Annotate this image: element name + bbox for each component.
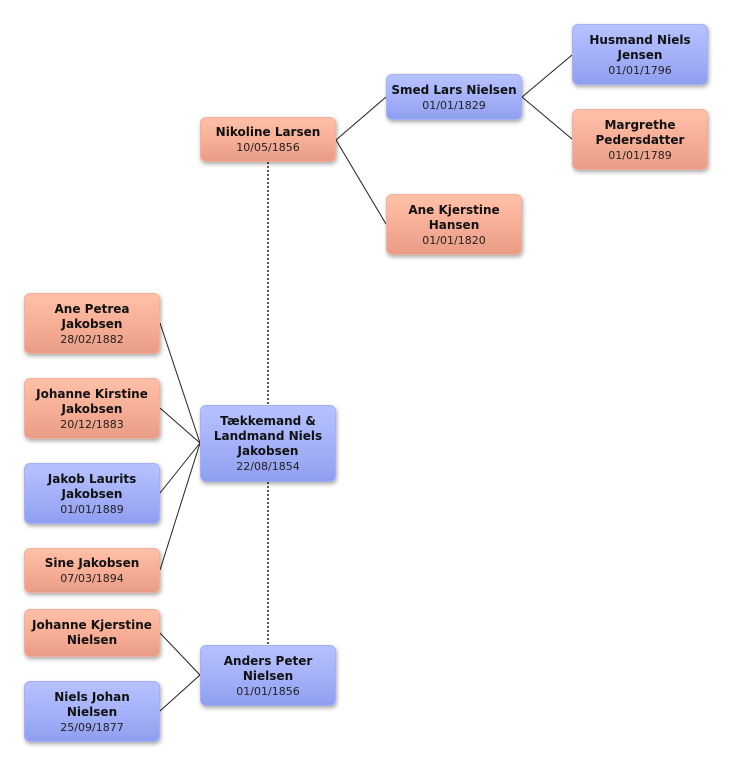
person-name: Smed Lars Nielsen — [391, 82, 517, 97]
person-date: 01/01/1820 — [422, 233, 486, 247]
person-smed-lars-nielsen[interactable]: Smed Lars Nielsen 01/01/1829 — [386, 74, 522, 120]
connector-anders-peter-niels-johan — [159, 674, 201, 712]
person-date: 22/08/1854 — [236, 460, 300, 473]
person-name: Johanne Kirstine Jakobsen — [36, 386, 148, 416]
connector-smed-lars-margrethe — [521, 96, 573, 140]
person-name: Johanne Kjerstine Nielsen — [32, 618, 152, 647]
person-anders-peter-nielsen[interactable]: Anders Peter Nielsen 01/01/1856 — [200, 645, 336, 706]
person-date: 01/01/1889 — [60, 502, 124, 516]
connector-nikoline-ane-kjerstine — [335, 139, 387, 225]
person-husmand-niels-jensen[interactable]: Husmand Niels Jensen 01/01/1796 — [572, 24, 708, 85]
person-sine-jakobsen[interactable]: Sine Jakobsen 07/03/1894 — [24, 548, 160, 593]
person-margrethe-pedersdatter[interactable]: Margrethe Pedersdatter 01/01/1789 — [572, 109, 708, 170]
person-johanne-kjerstine-nielsen[interactable]: Johanne Kjerstine Nielsen — [24, 609, 160, 657]
person-date: 01/01/1796 — [608, 63, 672, 77]
person-date: 25/09/1877 — [60, 720, 124, 734]
person-jakob-laurits-jakobsen[interactable]: Jakob Laurits Jakobsen 01/01/1889 — [24, 463, 160, 524]
person-date: 01/01/1856 — [236, 684, 300, 698]
connector-anders-peter-johanne-kjerstine — [159, 632, 201, 676]
connector-nikoline-smed-lars — [335, 96, 387, 141]
person-date: 20/12/1883 — [60, 417, 124, 431]
person-name: Margrethe Pedersdatter — [595, 117, 685, 147]
person-date: 07/03/1894 — [60, 572, 124, 585]
person-niels-johan-nielsen[interactable]: Niels Johan Nielsen 25/09/1877 — [24, 681, 160, 742]
connector-taekkemand-sine — [159, 442, 201, 571]
connector-taekkemand-johanne-kirstine — [159, 407, 201, 444]
person-name: Niels Johan Nielsen — [54, 689, 130, 719]
person-name: Ane Petrea Jakobsen — [54, 301, 130, 331]
connector-taekkemand-ane-petrea — [159, 322, 201, 444]
person-ane-kjerstine-hansen[interactable]: Ane Kjerstine Hansen 01/01/1820 — [386, 194, 522, 255]
person-taekkemand-niels-jakobsen[interactable]: Tækkemand & Landmand Niels Jakobsen 22/0… — [200, 405, 336, 482]
person-name: Sine Jakobsen — [44, 556, 140, 570]
person-name: Nikoline Larsen — [215, 125, 321, 139]
person-ane-petrea-jakobsen[interactable]: Ane Petrea Jakobsen 28/02/1882 — [24, 293, 160, 354]
connector-smed-lars-husmand-niels — [521, 54, 573, 98]
person-nikoline-larsen[interactable]: Nikoline Larsen 10/05/1856 — [200, 117, 336, 162]
person-name: Husmand Niels Jensen — [589, 32, 691, 62]
person-name: Ane Kjerstine Hansen — [408, 202, 500, 232]
person-johanne-kirstine-jakobsen[interactable]: Johanne Kirstine Jakobsen 20/12/1883 — [24, 378, 160, 439]
person-name: Jakob Laurits Jakobsen — [47, 471, 137, 501]
person-date: 10/05/1856 — [236, 141, 300, 154]
person-name: Tækkemand & Landmand Niels Jakobsen — [213, 414, 323, 458]
person-date: 01/01/1789 — [608, 148, 672, 162]
connector-taekkemand-jakob-laurits — [159, 442, 201, 494]
person-date: 01/01/1829 — [422, 98, 486, 112]
person-name: Anders Peter Nielsen — [223, 653, 313, 683]
person-date: 28/02/1882 — [60, 332, 124, 346]
